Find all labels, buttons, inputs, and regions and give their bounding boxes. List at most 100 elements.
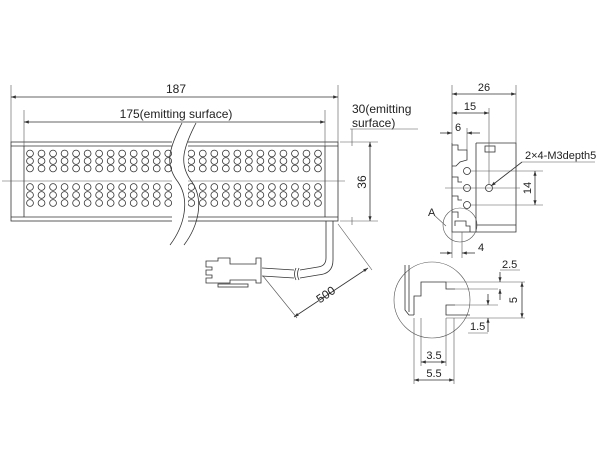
led — [210, 164, 219, 173]
led — [60, 149, 69, 158]
led — [26, 191, 34, 199]
led — [152, 157, 161, 165]
led — [187, 157, 196, 165]
led — [279, 191, 288, 199]
led — [95, 199, 103, 207]
led — [302, 191, 311, 199]
led — [60, 183, 69, 191]
led — [279, 183, 288, 191]
led — [60, 199, 69, 207]
led — [279, 199, 288, 207]
dim-emitting-length-label: 175(emitting surface) — [120, 107, 233, 121]
led — [164, 149, 173, 158]
led — [314, 149, 322, 158]
led — [72, 199, 80, 207]
led — [129, 149, 138, 158]
led — [256, 157, 265, 165]
led — [291, 149, 299, 158]
led — [118, 164, 126, 173]
dim-slot-height-label: 5 — [508, 297, 520, 303]
dim-height-label: 36 — [355, 175, 369, 189]
led — [268, 164, 276, 173]
led — [199, 149, 207, 158]
led — [152, 149, 161, 158]
led — [95, 191, 103, 199]
led — [314, 199, 322, 207]
led — [37, 164, 46, 173]
detail-label: A — [428, 207, 436, 219]
led — [72, 164, 80, 173]
led — [60, 157, 69, 165]
led — [95, 164, 103, 173]
led — [256, 191, 265, 199]
led — [164, 183, 173, 191]
led — [245, 199, 253, 207]
led — [49, 191, 57, 199]
led — [72, 183, 80, 191]
led — [129, 199, 138, 207]
led — [222, 183, 230, 191]
side-view: 26 15 6 14 2×4-M3depth5 A 4 — [428, 82, 596, 258]
led — [141, 183, 150, 191]
led — [37, 157, 46, 165]
led — [222, 199, 230, 207]
led — [60, 164, 69, 173]
front-view: 187 175(emitting surface) 30(emitting su… — [2, 82, 418, 319]
cable — [299, 221, 327, 271]
led — [268, 199, 276, 207]
led — [95, 157, 103, 165]
led — [49, 157, 57, 165]
led — [72, 191, 80, 199]
led — [72, 157, 80, 165]
led — [141, 149, 150, 158]
led — [199, 183, 207, 191]
led — [233, 183, 242, 191]
led — [256, 199, 265, 207]
led — [233, 199, 242, 207]
led — [268, 149, 276, 158]
led — [118, 191, 126, 199]
led — [210, 199, 219, 207]
dim-hole-offset-label: 15 — [464, 101, 476, 113]
led — [106, 149, 115, 158]
led — [314, 157, 322, 165]
dim-head-width-label: 5.5 — [426, 368, 441, 380]
led — [26, 164, 34, 173]
led — [164, 157, 173, 165]
led — [279, 149, 288, 158]
led — [314, 191, 322, 199]
led — [233, 164, 242, 173]
led — [291, 183, 299, 191]
led — [118, 183, 126, 191]
dim-emitting-width-label-2: surface) — [352, 116, 395, 130]
dim-width-label: 26 — [478, 82, 490, 94]
led — [210, 191, 219, 199]
led — [245, 183, 253, 191]
led — [72, 149, 80, 158]
led — [245, 149, 253, 158]
dim-emitting-width-label: 30(emitting — [352, 102, 411, 116]
slot-profile — [413, 281, 470, 316]
led — [95, 183, 103, 191]
led — [187, 149, 196, 158]
break-line — [169, 122, 185, 246]
led — [222, 149, 230, 158]
led — [26, 149, 34, 158]
led — [106, 183, 115, 191]
led — [49, 149, 57, 158]
led — [152, 164, 161, 173]
led — [314, 183, 322, 191]
led — [245, 191, 253, 199]
dim-neck-width-label: 3.5 — [426, 350, 441, 362]
led — [95, 149, 103, 158]
led — [302, 183, 311, 191]
led — [37, 183, 46, 191]
led — [268, 183, 276, 191]
led — [199, 191, 207, 199]
led — [233, 157, 242, 165]
led — [291, 191, 299, 199]
led — [222, 157, 230, 165]
detail-a: 2.5 5 1.5 3.5 5.5 — [393, 259, 525, 384]
led — [60, 191, 69, 199]
